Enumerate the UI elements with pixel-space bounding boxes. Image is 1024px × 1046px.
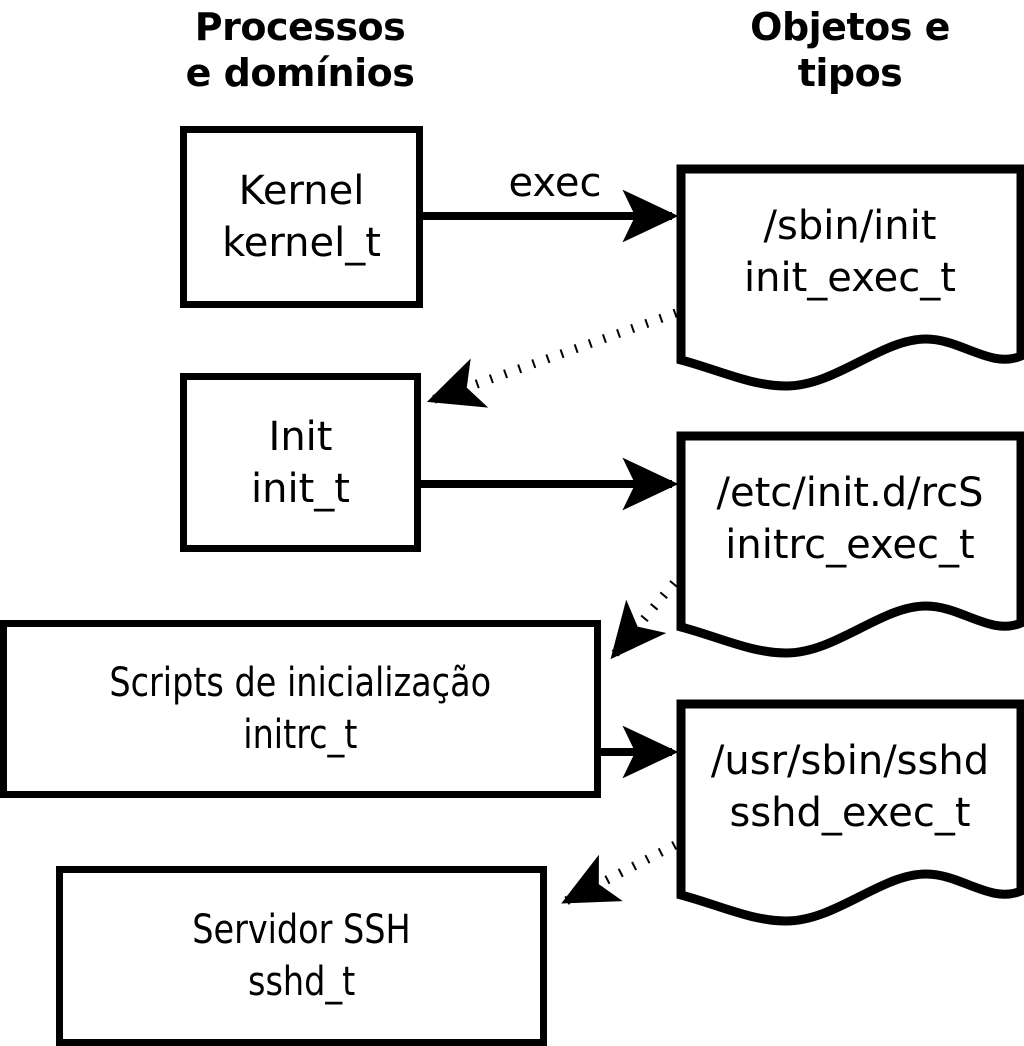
document-shape-icon: [676, 431, 1024, 658]
process-node-init-type: init_t: [251, 465, 350, 512]
process-node-sshd[interactable]: Servidor SSH sshd_t: [56, 866, 547, 1046]
process-node-sshd-type: sshd_t: [247, 959, 356, 1005]
column-header-processes: Processos e domínios: [185, 5, 415, 96]
process-node-kernel-type: kernel_t: [222, 220, 381, 266]
document-shape-icon: [676, 699, 1024, 926]
process-node-initrc[interactable]: Scripts de inicialização initrc_t: [0, 620, 601, 798]
object-node-init-exec[interactable]: /sbin/init init_exec_t: [676, 164, 1024, 394]
process-node-initrc-name: Scripts de inicialização: [109, 660, 492, 706]
object-node-initrc-exec[interactable]: /etc/init.d/rcS initrc_exec_t: [676, 431, 1024, 661]
process-node-kernel-name: Kernel: [238, 168, 365, 214]
process-node-kernel[interactable]: Kernel kernel_t: [180, 126, 423, 308]
process-node-initrc-type: initrc_t: [243, 712, 358, 758]
document-shape-icon: [676, 164, 1024, 391]
edge-label-exec: exec: [508, 160, 602, 206]
object-node-sshd-exec[interactable]: /usr/sbin/sshd sshd_exec_t: [676, 699, 1024, 929]
process-node-sshd-name: Servidor SSH: [192, 907, 411, 953]
edge-sshd-exec-to-sshd: [561, 840, 678, 906]
edge-initrc-exec-to-initrc: [610, 580, 678, 660]
process-node-init[interactable]: Init init_t: [180, 373, 421, 552]
edge-init-exec-to-init: [426, 308, 678, 408]
process-node-init-name: Init: [268, 413, 333, 460]
column-header-objects: Objetos e tipos: [750, 5, 950, 96]
